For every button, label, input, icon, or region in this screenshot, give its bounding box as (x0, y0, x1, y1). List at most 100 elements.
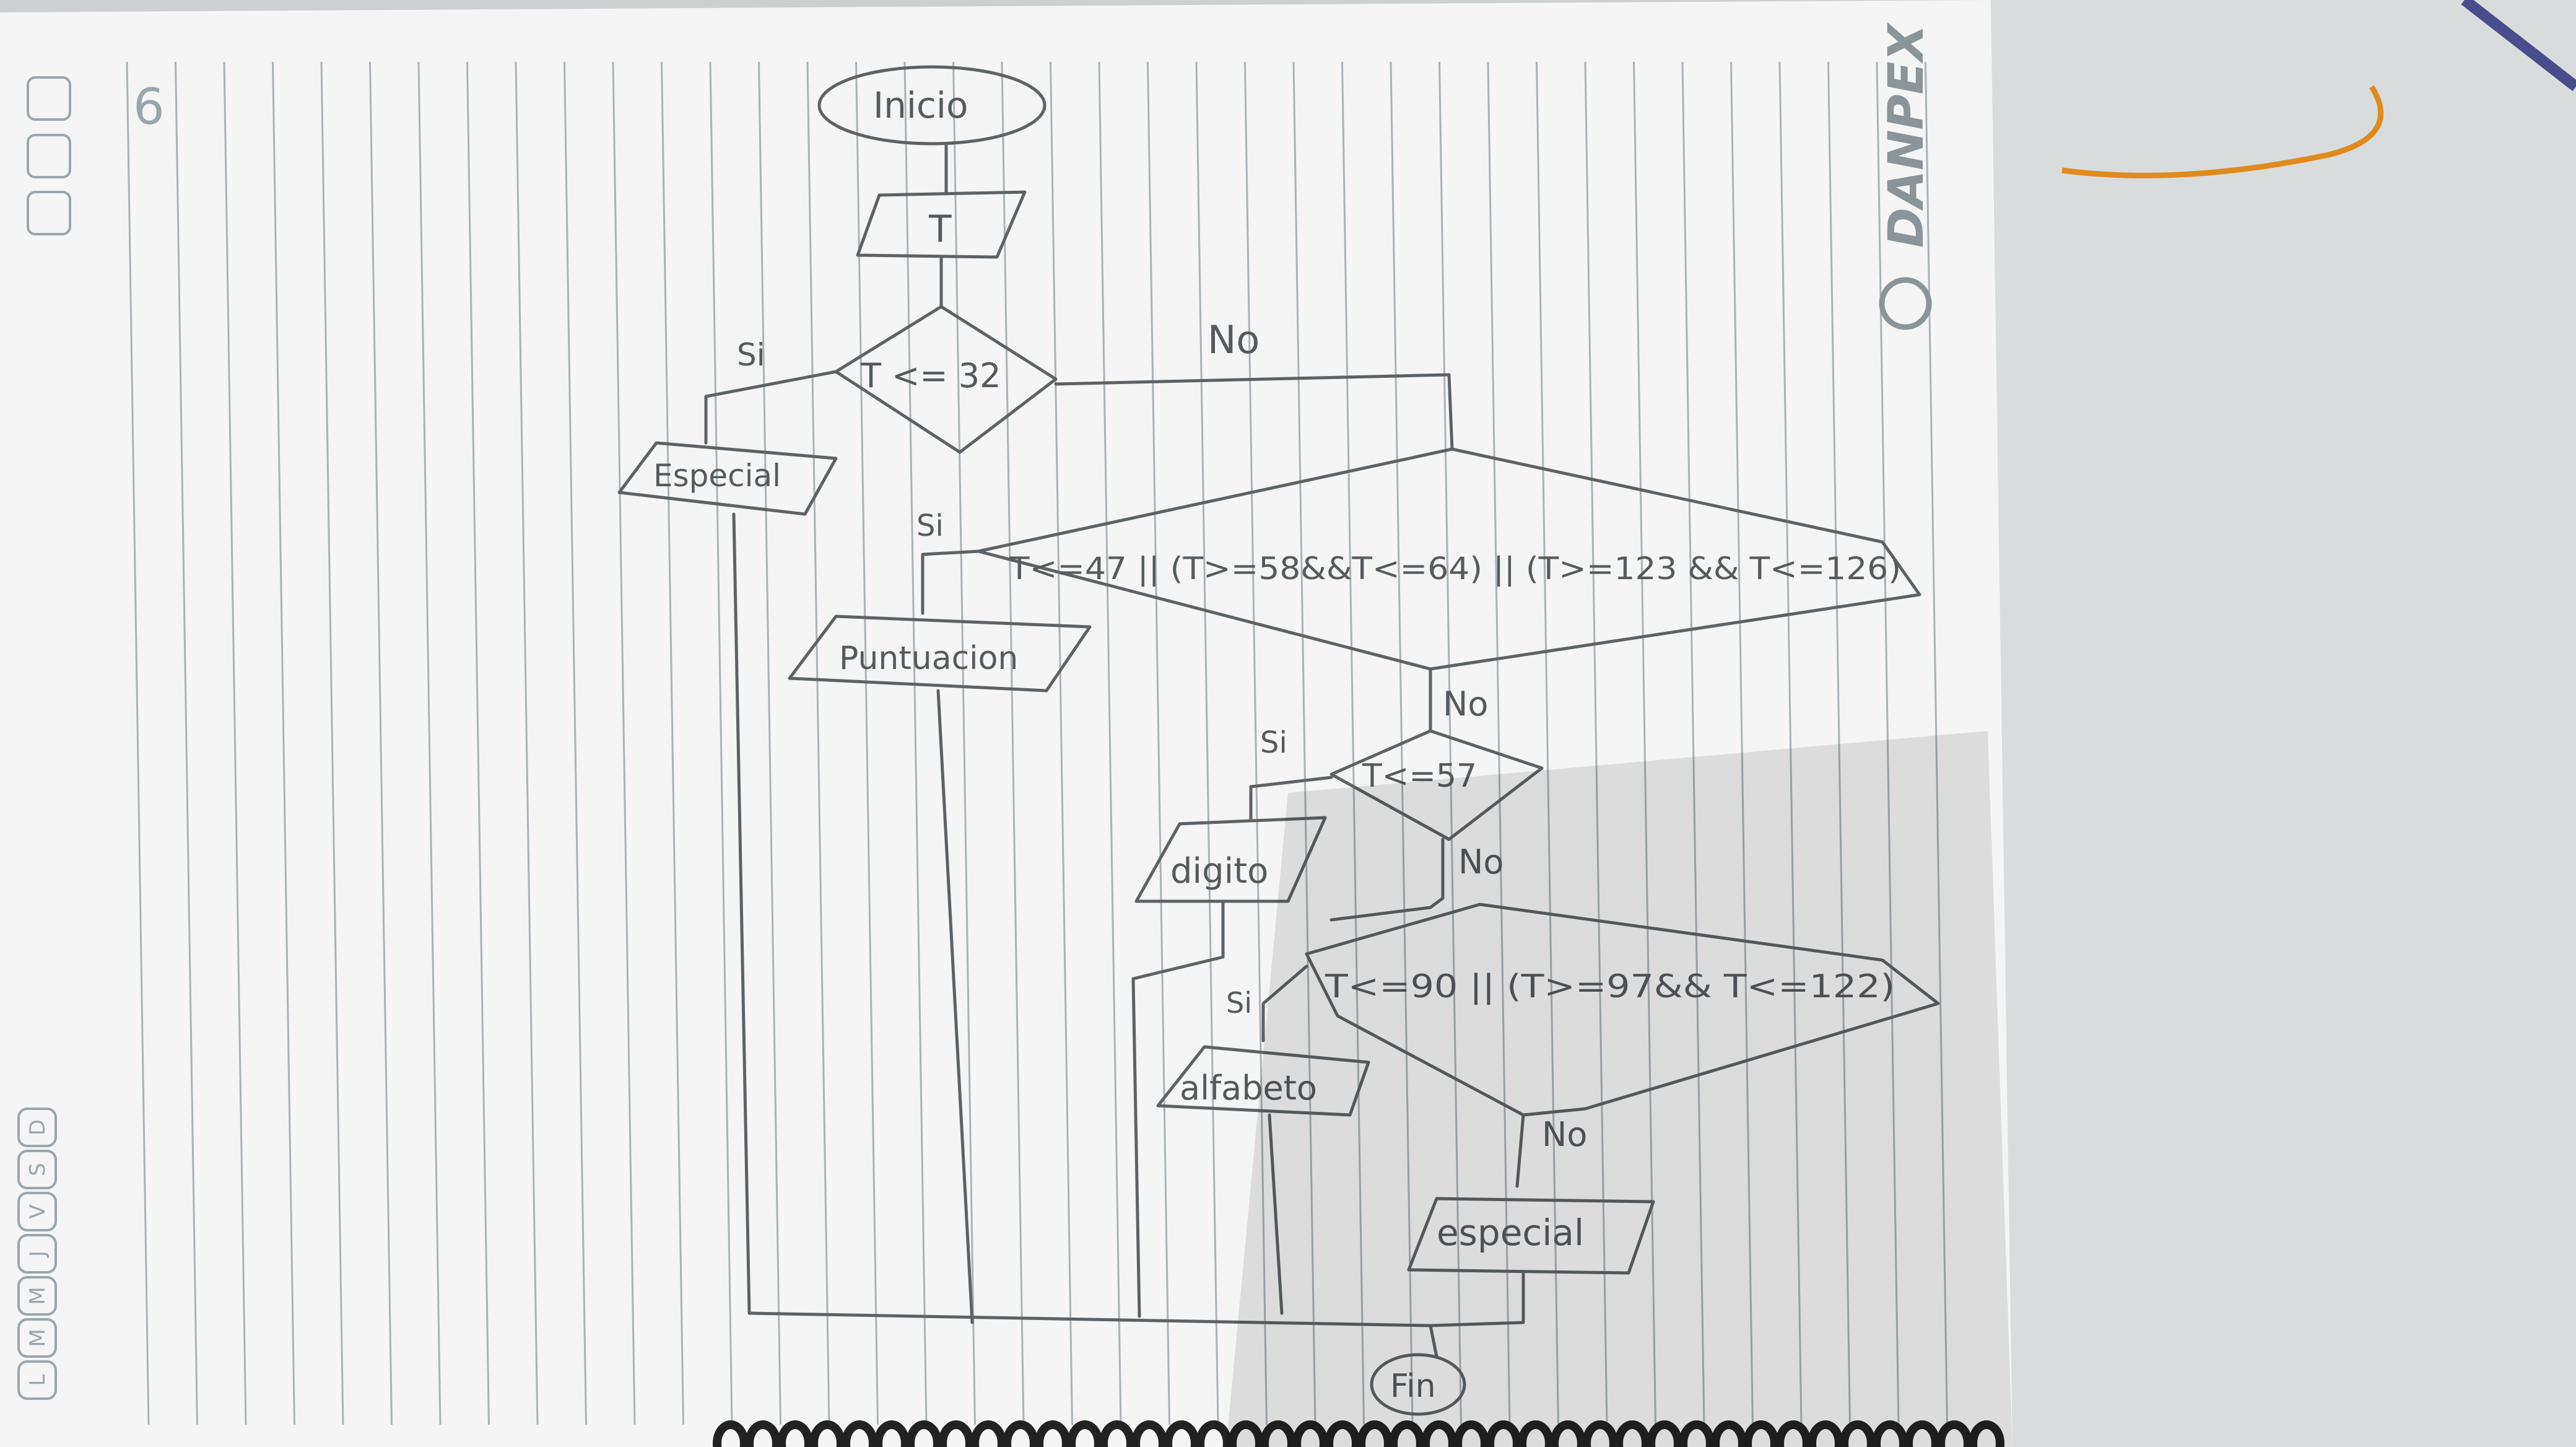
decision-2-yes-label: Si (916, 509, 944, 543)
ruled-line (855, 61, 879, 1425)
spiral-loop (1840, 1420, 1876, 1447)
output-alfabeto-label: alfabeto (1180, 1069, 1317, 1108)
spiral-loop (1131, 1420, 1167, 1447)
weekday-boxes: D S V J M M L (17, 1108, 57, 1400)
brand-logo: DANPEX (1879, 22, 1934, 330)
ruled-line (903, 61, 928, 1425)
spiral-loop (1743, 1420, 1779, 1447)
spiral-loop (1936, 1420, 1972, 1447)
ruled-line (466, 61, 490, 1425)
spiral-loop (1067, 1420, 1103, 1447)
spiral-loop (1647, 1420, 1682, 1447)
output-alfabeto-parallelogram (1156, 1045, 1370, 1117)
start-label: Inicio (873, 84, 968, 126)
start-terminator (817, 65, 1046, 146)
output-especial-lower-label: especial (1437, 1212, 1584, 1254)
ruled-line (1244, 61, 1268, 1425)
spiral-loop (906, 1420, 942, 1447)
ruled-line (1827, 61, 1851, 1425)
flowchart (617, 65, 1940, 1416)
spiral-loop (1260, 1420, 1296, 1447)
weekday-label: L (25, 1374, 50, 1386)
decision-3-no-label: No (1458, 842, 1503, 881)
ruled-line (758, 61, 781, 1425)
decision-2-no-label: No (1443, 684, 1488, 724)
weekday-label: M (25, 1329, 50, 1347)
ruled-line (515, 61, 539, 1425)
ruled-line (612, 61, 636, 1425)
danpex-logo-icon (1879, 277, 1932, 330)
orange-stain (2061, 85, 2384, 178)
ruled-line (1730, 61, 1754, 1425)
decision-3-label: T<=57 (1362, 758, 1477, 795)
spiral-loop (1872, 1420, 1908, 1447)
decision-1-label: T <= 32 (860, 356, 1001, 395)
ruled-line (1925, 61, 1948, 1425)
spiral-loop (1486, 1420, 1521, 1447)
decision-1-no-label: No (1208, 317, 1260, 362)
ruled-lines (126, 61, 1948, 1425)
spiral-loop (1679, 1420, 1715, 1447)
decision-3-yes-label: Si (1260, 725, 1287, 760)
spiral-loop (874, 1420, 910, 1447)
spiral-loop (1808, 1420, 1843, 1447)
hand-shadow (1226, 731, 2012, 1447)
spiral-loop (1196, 1420, 1232, 1447)
ruled-line (1681, 61, 1705, 1425)
spiral-binding (713, 1420, 2004, 1447)
weekday-label: S (25, 1163, 50, 1176)
spiral-loop (1582, 1420, 1618, 1447)
ruled-line (1098, 61, 1122, 1425)
output-especial-parallelogram (617, 441, 838, 516)
output-puntuacion-parallelogram (788, 614, 1092, 693)
ruled-line (709, 61, 733, 1425)
decision-4-no-label: No (1542, 1115, 1587, 1154)
output-puntuacion-label: Puntuacion (839, 640, 1018, 677)
spiral-loop (1775, 1420, 1811, 1447)
spiral-loop (1550, 1420, 1586, 1447)
desk-shadow (1951, 0, 2576, 1447)
decision-4-yes-label: Si (1226, 986, 1252, 1020)
spiral-loop (1711, 1420, 1747, 1447)
input-parallelogram (856, 190, 1027, 259)
spiral-loop (970, 1420, 1006, 1447)
ruled-line (1001, 61, 1025, 1425)
end-label: Fin (1390, 1368, 1436, 1405)
output-especial-label: Especial (653, 458, 781, 494)
spiral-loop (713, 1420, 749, 1447)
ruled-line (1584, 61, 1608, 1425)
spiral-loop (1453, 1420, 1489, 1447)
end-terminator (1370, 1353, 1466, 1416)
decision-1-yes-label: Si (737, 337, 765, 373)
weekday-label: D (25, 1119, 50, 1135)
weekday-label: M (25, 1287, 50, 1305)
spiral-loop (1421, 1420, 1457, 1447)
output-digito-label: digito (1170, 851, 1268, 891)
spiral-loop (1164, 1420, 1199, 1447)
spiral-loop (938, 1420, 974, 1447)
ruled-line (1341, 61, 1365, 1425)
spiral-loop (1614, 1420, 1650, 1447)
ruled-line (320, 61, 344, 1425)
spiral-loop (1035, 1420, 1071, 1447)
spiral-loop (1904, 1420, 1940, 1447)
decision-2-label: T<=47 || (T>=58&&T<=64) || (T>=123 && T<… (1009, 551, 1901, 587)
page-number: 6 (133, 78, 165, 136)
paper-sheet (0, 0, 2012, 1447)
decision-2-diamond (977, 447, 1921, 671)
decision-4-diamond (1305, 903, 1940, 1117)
decision-4-label: T<=90 || (T>=97&& T<=122) (1325, 968, 1895, 1005)
ruled-line (272, 61, 295, 1425)
weekday-label: V (25, 1204, 50, 1218)
spiral-loop (1969, 1420, 2004, 1447)
ruled-line (1876, 61, 1900, 1425)
ruled-line (564, 61, 587, 1425)
input-label: T (928, 208, 952, 251)
spiral-loop (809, 1420, 845, 1447)
ruled-line (1195, 61, 1219, 1425)
spiral-loop (842, 1420, 877, 1447)
output-digito-parallelogram (1134, 816, 1327, 903)
weekday-label: J (25, 1251, 50, 1258)
spiral-loop (1292, 1420, 1328, 1447)
ruled-line (661, 61, 684, 1425)
